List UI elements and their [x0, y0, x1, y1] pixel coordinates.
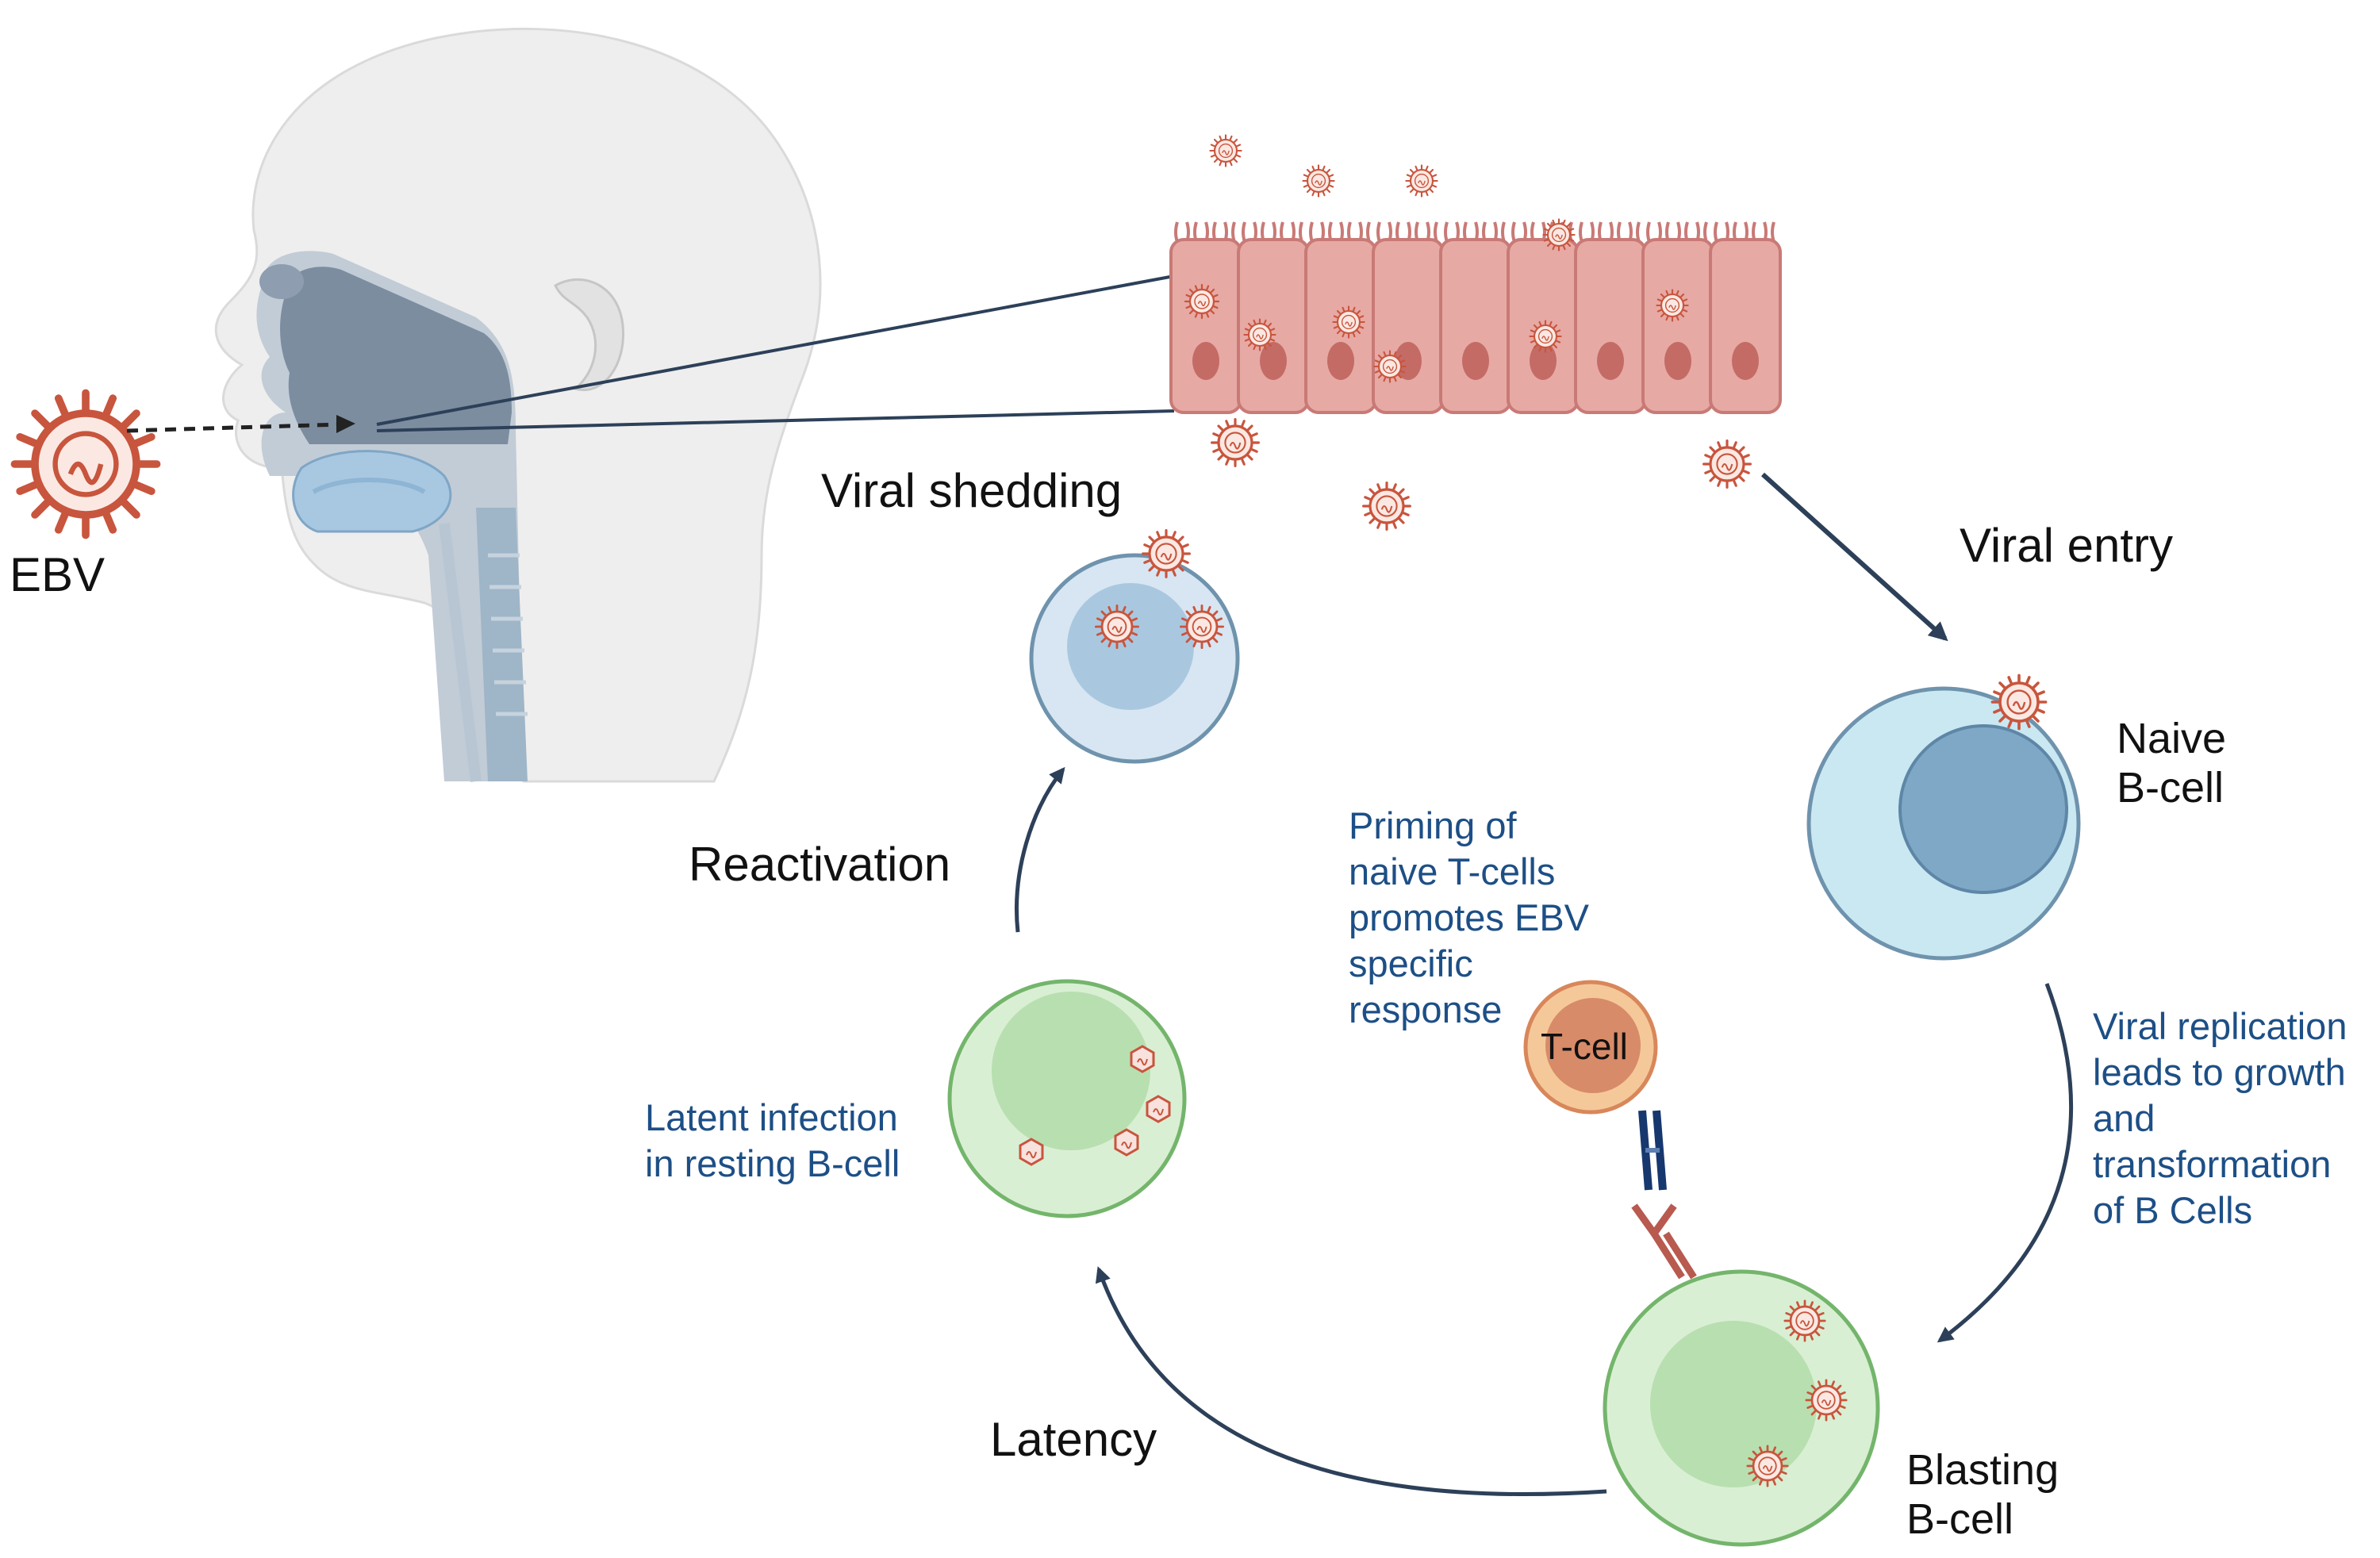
epithelial-cells-icon	[1169, 221, 1782, 414]
t-cell	[1523, 980, 1658, 1115]
zoom-line-bottom	[376, 409, 1175, 432]
reactivation-arrow	[1015, 766, 1065, 933]
reactivation-label: Reactivation	[689, 838, 951, 891]
priming-label: Priming of naive T-cells promotes EBV sp…	[1349, 804, 1590, 1030]
zoom-line-top	[376, 274, 1175, 426]
ebv-virus-icon	[14, 393, 156, 535]
head-profile-icon	[214, 27, 822, 783]
entry-path-dashed-arrow	[126, 422, 342, 433]
viral-entry-label: Viral entry	[1960, 519, 2174, 572]
latency-arrow	[1095, 1266, 1607, 1497]
latent-infection-label: Latent infection in resting B-cell	[645, 1096, 900, 1184]
viral-replication-label: Viral replication leads to growth and tr…	[2093, 1005, 2347, 1231]
ebv-label: EBV	[10, 548, 106, 601]
latency-label: Latency	[990, 1413, 1157, 1466]
blasting-bcell-label: Blasting B-cell	[1906, 1446, 2059, 1543]
t-cell-receptor-icon	[1631, 1110, 1697, 1280]
naive-bcell-label: Naive B-cell	[2117, 715, 2227, 812]
replication-arrow	[1937, 983, 2074, 1343]
viral-entry-arrow	[1760, 472, 1948, 642]
naive-bcell	[1806, 673, 2081, 961]
shedding-cell	[1029, 529, 1240, 764]
latent-bcell	[947, 979, 1187, 1218]
blasting-bcell	[1603, 1269, 1880, 1547]
t-cell-label: T-cell	[1541, 1026, 1628, 1067]
viral-shedding-label: Viral shedding	[821, 464, 1123, 517]
